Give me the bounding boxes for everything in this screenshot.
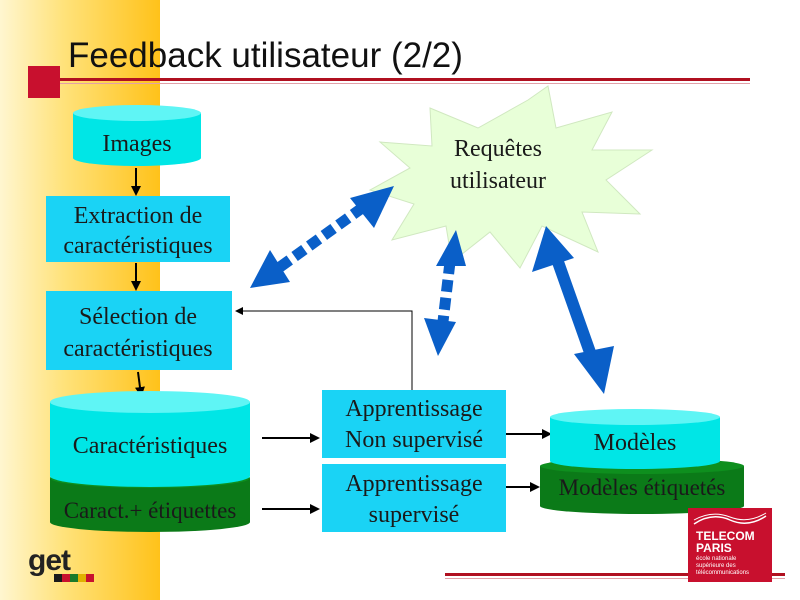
extraction-label-line1: Extraction de bbox=[74, 203, 203, 229]
images-label: Images bbox=[102, 131, 171, 157]
get-logo: get bbox=[28, 544, 71, 577]
dashed-double-arrow-requetes-apprentissage bbox=[424, 230, 466, 356]
caract-etiquettes-label: Caract.+ étiquettes bbox=[64, 498, 237, 523]
extraction-label-line2: caractéristiques bbox=[63, 233, 212, 259]
apprentissage-non-supervise-box: Apprentissage Non supervisé bbox=[322, 390, 506, 458]
telecom-paris-logo: TELECOM PARIS école nationale supérieure… bbox=[688, 508, 772, 582]
selection-label-line2: caractéristiques bbox=[63, 336, 212, 362]
title-underline bbox=[60, 78, 750, 81]
selection-label-line1: Sélection de bbox=[79, 304, 197, 330]
telecom-name: TELECOM PARIS bbox=[696, 530, 755, 554]
title-underline-thin bbox=[60, 83, 750, 84]
modeles-etiquetes-label: Modèles étiquetés bbox=[559, 475, 726, 500]
apprentissage-supervise-box: Apprentissage supervisé bbox=[322, 464, 506, 532]
selection-box: Sélection de caractéristiques bbox=[46, 291, 232, 370]
solid-double-arrow-requetes-modeles bbox=[532, 226, 614, 394]
dashed-double-arrow-requetes-selection bbox=[250, 186, 394, 288]
requetes-label-line2: utilisateur bbox=[450, 168, 546, 194]
modeles-label: Modèles bbox=[594, 430, 677, 456]
caracteristiques-cylinder: Caractéristiques bbox=[50, 391, 250, 487]
get-logo-bars bbox=[54, 574, 94, 582]
non-supervise-label-line1: Apprentissage bbox=[345, 396, 482, 422]
bottom-rule bbox=[445, 573, 785, 576]
slide-title: Feedback utilisateur (2/2) bbox=[68, 36, 463, 75]
non-supervise-label-line2: Non supervisé bbox=[345, 427, 483, 453]
bottom-rule-thin bbox=[445, 578, 785, 579]
requetes-starburst: Requêtes utilisateur bbox=[368, 85, 654, 269]
telecom-sub-line1: école nationale bbox=[696, 556, 737, 562]
telecom-wave-icon bbox=[693, 512, 767, 525]
telecom-subtitle: école nationale supérieure des télécommu… bbox=[696, 556, 770, 577]
telecom-sub-line2: supérieure des bbox=[696, 563, 736, 569]
caracteristiques-label: Caractéristiques bbox=[73, 433, 228, 459]
extraction-box: Extraction de caractéristiques bbox=[46, 196, 230, 262]
telecom-name-line1: TELECOM bbox=[696, 529, 755, 543]
images-cylinder: Images bbox=[73, 105, 201, 166]
arrow-feedback-to-selection bbox=[235, 307, 413, 390]
supervise-label-line2: supervisé bbox=[369, 502, 460, 528]
telecom-name-line2: PARIS bbox=[696, 541, 732, 555]
modeles-cylinder: Modèles bbox=[550, 409, 720, 469]
requetes-label-line1: Requêtes bbox=[454, 136, 542, 162]
telecom-sub-line3: télécommunications bbox=[696, 570, 750, 576]
title-bullet-square bbox=[28, 66, 60, 98]
supervise-label-line1: Apprentissage bbox=[345, 471, 482, 497]
